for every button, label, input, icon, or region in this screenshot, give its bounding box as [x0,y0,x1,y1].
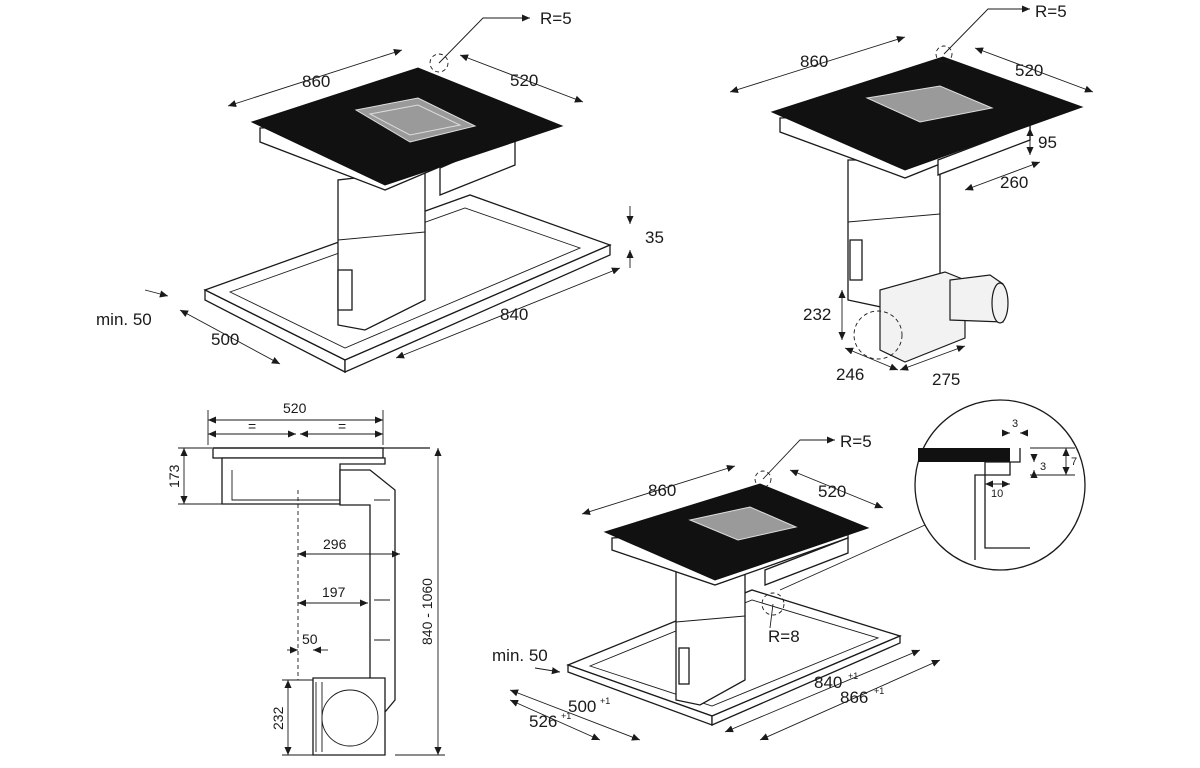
frame-height-label: 35 [645,228,664,247]
frame-depth-label: 500 [211,330,239,349]
dimension-lines [178,410,445,756]
depth-label: 520 [510,71,538,90]
dim-50-label: 50 [302,631,318,647]
dimension-lines [729,5,1094,371]
radius-top-label: R=5 [840,432,872,451]
duct-width-label: 246 [836,365,864,384]
frame-width-label: 840 [500,305,528,324]
width-label: 860 [800,52,828,71]
duct-height-label: 232 [803,305,831,324]
column-with-duct [847,159,1009,363]
extraction-unit-section [297,469,396,756]
frame-500-tolerance: +1 [600,696,610,706]
width-label: 860 [648,481,676,500]
min-clearance-label: min. 50 [492,646,548,665]
frame-526-tolerance: +1 [561,711,571,721]
view-side-section: 520 = = 173 296 197 50 232 840 - 1060 [166,400,445,756]
dimension-lines [144,14,634,365]
depth-label: 520 [1015,61,1043,80]
min-clearance-label: min. 50 [96,310,152,329]
duct-depth-label: 275 [932,370,960,389]
detail-7-label: 7 [1071,456,1077,468]
frame-840-tolerance: +1 [848,671,858,681]
frame-866-label: 866 [840,688,868,707]
height-173-label: 173 [166,464,182,488]
height-range-label: 840 - 1060 [419,578,435,645]
dim-197-label: 197 [322,584,346,600]
detail-3-top-label: 3 [1012,418,1018,430]
equal-left-label: = [248,418,256,434]
frame-866-tolerance: +1 [874,686,884,696]
radius-label: R=5 [1035,2,1067,21]
width-label: 860 [302,72,330,91]
detail-10-label: 10 [991,488,1003,500]
depth-label: 520 [818,482,846,501]
dimension-lines [509,436,941,741]
dimension-lines [985,429,1075,488]
detail-3-side-label: 3 [1040,461,1046,473]
box-depth-label: 260 [1000,173,1028,192]
frame-500-label: 500 [568,697,596,716]
equal-right-label: = [338,418,346,434]
countertop [212,447,430,505]
dim-296-label: 296 [323,536,347,552]
column [337,169,426,331]
view-top-right: R=5 860 520 95 260 232 246 275 [729,2,1094,389]
frame-840-label: 840 [814,673,842,692]
radius-label: R=5 [540,9,572,28]
view-top-left: R=5 860 520 35 840 500 min. 50 [96,9,664,374]
radius-corner-label: R=8 [768,627,800,646]
view-bottom-right: R=5 860 520 R=8 min. 50 840 +1 866 +1 50… [492,432,941,741]
view-detail-edge: 3 3 7 10 [779,399,1086,591]
total-width-label: 520 [283,400,307,416]
frame-526-label: 526 [529,712,557,731]
box-height-label: 95 [1038,133,1057,152]
dim-232-label: 232 [270,706,286,730]
